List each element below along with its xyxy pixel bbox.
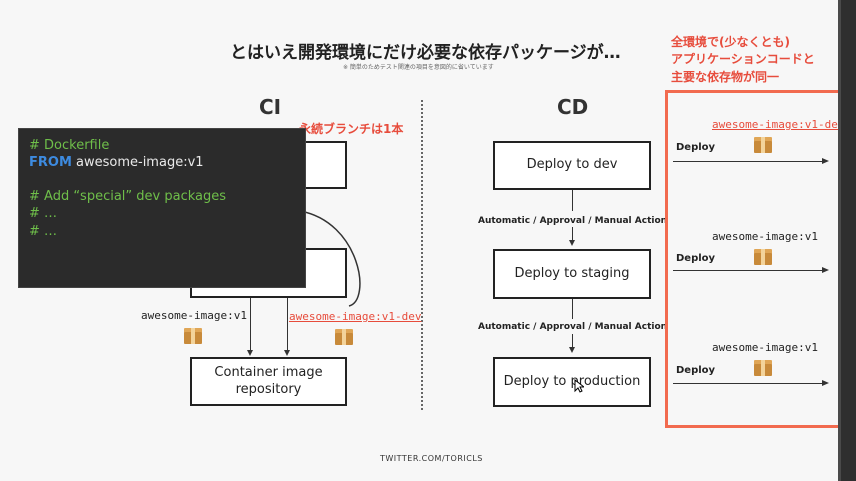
ci-image-v1-label: awesome-image:v1 <box>141 309 247 322</box>
transition-label: Automatic / Approval / Manual Action <box>478 322 668 332</box>
environments-note: 全環境で(少なくとも) アプリケーションコードと 主要な依存物が同一 <box>671 34 815 86</box>
branch-note: 永続ブランチは1本 <box>299 122 404 136</box>
package-icon <box>754 137 772 153</box>
arrow-line <box>250 298 251 351</box>
deploy-staging-box: Deploy to staging <box>493 249 651 299</box>
code-line: # Add “special” dev packages <box>29 189 227 205</box>
arrow-head <box>569 240 575 246</box>
deploy-label: Deploy <box>676 365 716 376</box>
arrow-line <box>572 190 573 211</box>
package-icon <box>754 360 772 376</box>
arrow-line <box>572 334 573 348</box>
note-line: 主要な依存物が同一 <box>671 69 780 84</box>
section-divider <box>421 100 423 410</box>
package-icon <box>335 329 353 345</box>
arrow-line <box>572 299 573 319</box>
dev-image-label: awesome-image:v1-dev <box>712 118 845 131</box>
branch-curve <box>299 210 361 307</box>
package-icon <box>184 328 202 344</box>
ci-image-v1-dev-label: awesome-image:v1-dev <box>289 310 422 323</box>
deploy-arrow-line <box>673 270 823 271</box>
arrow-head <box>822 158 829 164</box>
note-line: 全環境で(少なくとも) <box>671 35 790 49</box>
code-blank-line <box>29 171 295 188</box>
code-line: # Dockerfile <box>29 138 110 153</box>
code-line: # … <box>29 223 58 239</box>
slide-footer: TWITTER.COM/TORICLS <box>380 454 483 463</box>
cd-heading: CD <box>557 95 589 119</box>
deploy-arrow-line <box>673 383 823 384</box>
slide-subtitle: ※ 簡単のためテスト関連の項目を意図的に省いています <box>343 64 494 71</box>
deploy-arrow-line <box>673 161 823 162</box>
arrow-line <box>572 227 573 241</box>
deploy-label: Deploy <box>676 142 716 153</box>
code-text: awesome-image:v1 <box>71 155 204 171</box>
production-image-label: awesome-image:v1 <box>712 341 818 354</box>
deploy-label: Deploy <box>676 253 716 264</box>
code-keyword: FROM <box>29 155 72 171</box>
arrow-head <box>569 347 575 353</box>
container-repository-box: Container image repository <box>190 357 347 406</box>
code-line: # … <box>29 206 58 222</box>
arrow-head <box>284 350 290 356</box>
staging-image-label: awesome-image:v1 <box>712 230 818 243</box>
arrow-head <box>247 350 253 356</box>
window-edge <box>838 0 856 481</box>
dockerfile-code-panel: # Dockerfile FROM awesome-image:v1 # Add… <box>18 128 306 288</box>
note-line: アプリケーションコードと <box>671 52 815 67</box>
transition-label: Automatic / Approval / Manual Action <box>478 216 668 226</box>
arrow-line <box>287 298 288 351</box>
environments-highlight-box <box>665 90 850 428</box>
slide-title: とはいえ開発環境にだけ必要な依存パッケージが… <box>230 43 621 63</box>
package-icon <box>754 249 772 265</box>
ci-heading: CI <box>259 95 282 119</box>
mouse-cursor-icon <box>574 379 584 393</box>
arrow-head <box>822 267 829 273</box>
deploy-dev-box: Deploy to dev <box>493 141 651 190</box>
code-line: FROM awesome-image:v1 <box>29 154 295 171</box>
deploy-production-box: Deploy to production <box>493 357 651 407</box>
arrow-head <box>822 380 829 386</box>
